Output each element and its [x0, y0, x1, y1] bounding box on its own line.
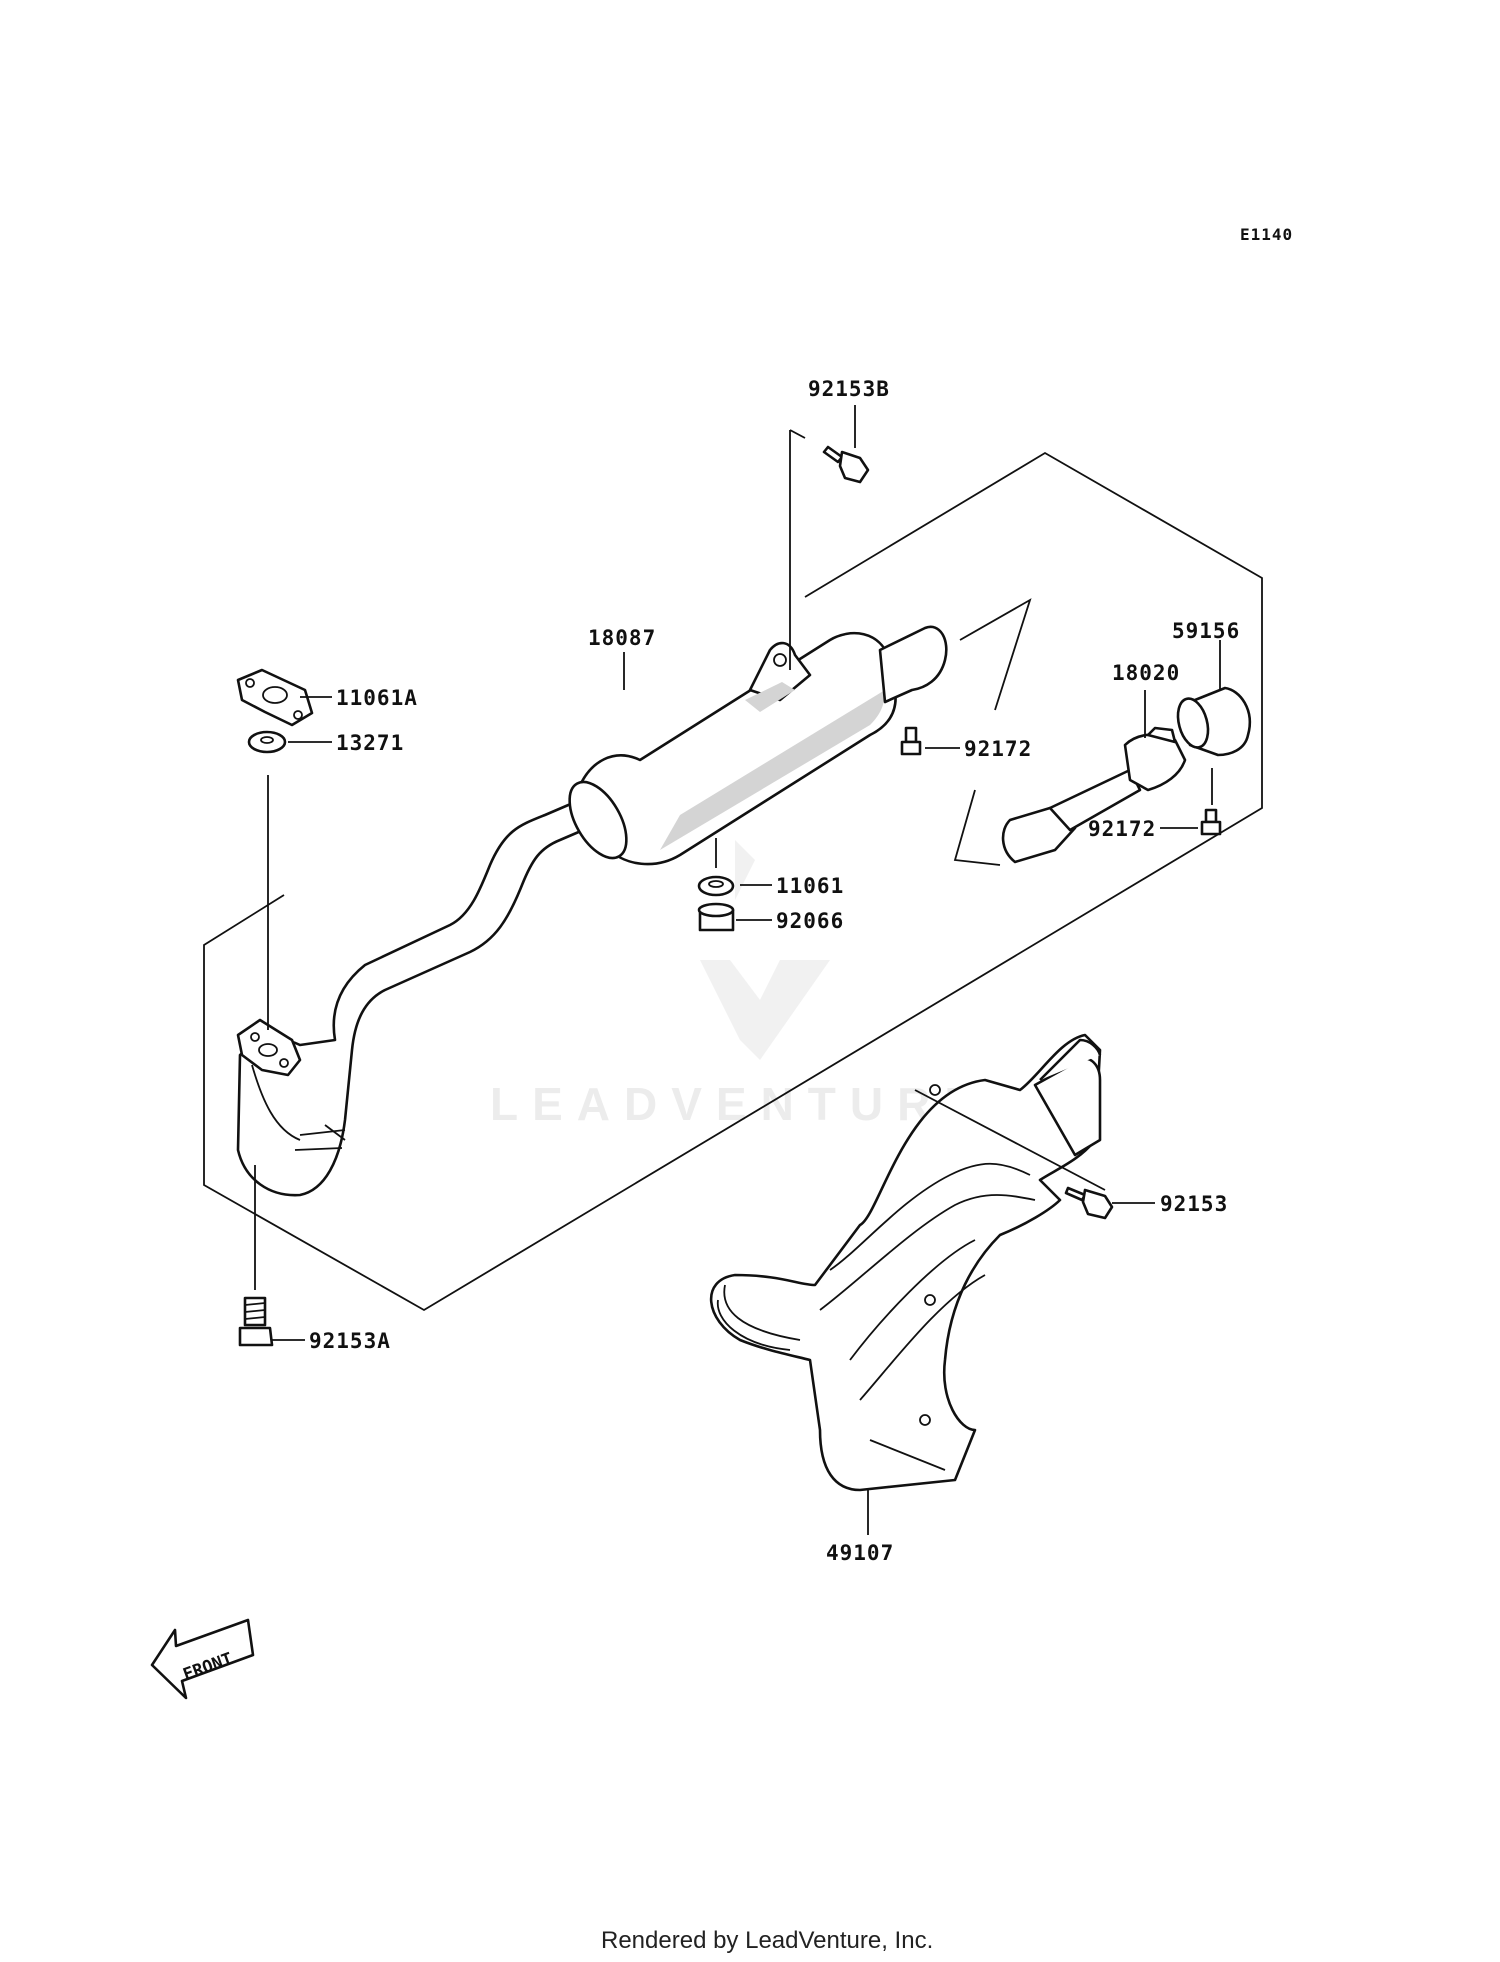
label-92172-upper[interactable]: 92172	[964, 737, 1032, 761]
end-cap-59156	[1176, 686, 1251, 757]
bolt-92153A	[238, 1296, 274, 1347]
diagram-ref-code: E1140	[1240, 225, 1293, 244]
label-13271[interactable]: 13271	[336, 731, 404, 755]
bolt-92153	[1064, 1186, 1114, 1220]
label-11061A[interactable]: 11061A	[336, 686, 418, 710]
front-arrow-icon: FRONT	[150, 1618, 255, 1700]
washer-13271	[247, 730, 287, 754]
label-49107[interactable]: 49107	[826, 1541, 894, 1565]
logo-watermark-icon	[700, 840, 830, 1060]
label-92066[interactable]: 92066	[776, 909, 844, 933]
label-59156[interactable]: 59156	[1172, 619, 1240, 643]
spark-arrestor	[1001, 726, 1187, 864]
muffler	[568, 625, 948, 866]
label-18087[interactable]: 18087	[588, 626, 656, 650]
gasket-11061A	[236, 668, 314, 727]
exhaust-pipe-18087	[236, 798, 597, 1197]
plug-92066	[697, 902, 735, 932]
label-92153A[interactable]: 92153A	[309, 1329, 391, 1353]
label-18020[interactable]: 18020	[1112, 661, 1180, 685]
label-11061[interactable]: 11061	[776, 874, 844, 898]
arrestor-bracket-lines-2	[953, 789, 1001, 866]
assembly-box	[203, 451, 1263, 1312]
bolt-92172-upper	[900, 726, 922, 756]
label-92153B[interactable]: 92153B	[808, 377, 890, 401]
bolt-92153B	[822, 445, 870, 484]
watermark-text: LEADVENTURE	[490, 1078, 989, 1130]
footer-credit: Rendered by LeadVenture, Inc.	[601, 1927, 933, 1954]
label-92172-lower[interactable]: 92172	[1088, 817, 1156, 841]
label-92153[interactable]: 92153	[1160, 1192, 1228, 1216]
arrestor-bracket-lines	[959, 598, 1032, 711]
seal-11061	[697, 875, 735, 897]
heat-guard-49107	[709, 1033, 1102, 1492]
bolt-92172-lower	[1200, 808, 1222, 836]
